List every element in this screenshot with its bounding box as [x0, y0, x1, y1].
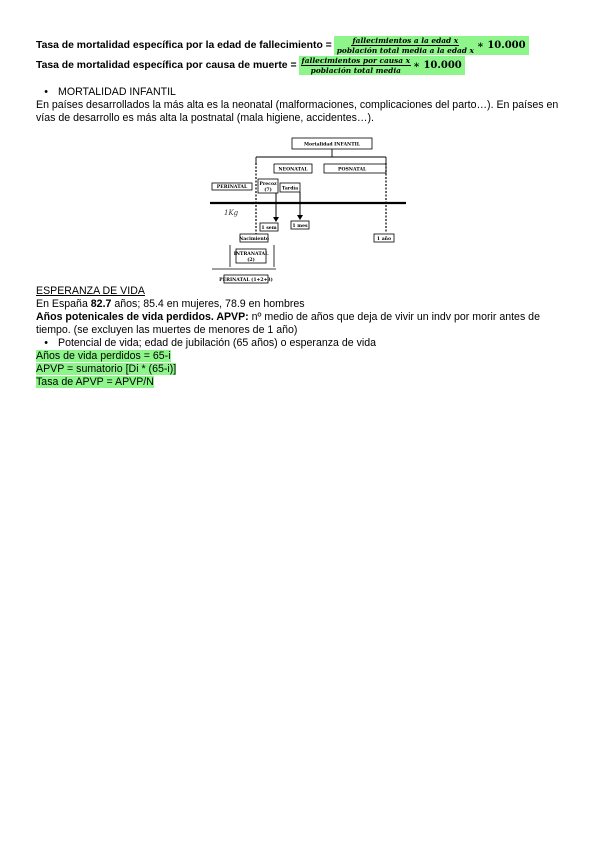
postnatal-label: POSNATAL	[338, 167, 367, 173]
mes-label: 1 mes	[292, 223, 308, 229]
intranatal-sub-label: (2)	[247, 256, 255, 263]
apvp-text: nº medio de años que deja de vivir un in…	[36, 311, 540, 336]
neonatal-label: NEONATAL	[278, 167, 308, 173]
diagram-svg: Mortalidad INFANTIL NEONATAL POSNATAL PE…	[210, 137, 406, 284]
mortalidad-heading: MORTALIDAD INFANTIL	[58, 86, 176, 98]
apvp-bold: Años potenicales de vida perdidos. APVP:	[36, 311, 249, 323]
mes-box	[290, 220, 310, 230]
formula-edad-expression: fallecimientos a la edad x población tot…	[333, 36, 529, 55]
intranatal-label: INTRANATAL	[234, 251, 269, 257]
mortalidad-infantil-diagram: Mortalidad INFANTIL NEONATAL POSNATAL PE…	[210, 135, 406, 289]
green-line-3: Tasa de APVP = APVP/N	[36, 376, 566, 389]
tardia-box	[279, 182, 301, 193]
neonatal-box	[273, 163, 313, 174]
month-arrow-icon	[297, 215, 303, 220]
formula-causa: Tasa de mortalidad específica por causa …	[36, 56, 566, 75]
tardia-label: Tardía	[282, 185, 298, 192]
potencial-item: • Potencial de vida; edad de jubilación …	[36, 337, 566, 350]
formula-causa-expression: fallecimientos por causa x población tot…	[298, 56, 465, 75]
esperanza-line1-bold: 82.7	[90, 298, 112, 310]
mortalidad-heading-item: • MORTALIDAD INFANTIL	[36, 86, 566, 99]
semana-box	[259, 222, 279, 232]
bullet-dot: •	[44, 337, 48, 349]
title-label: Mortalidad INFANTIL	[304, 142, 361, 148]
perinatal-bottom-box	[223, 274, 269, 284]
esperanza-line1-pre: En España	[36, 298, 91, 310]
week-arrow-icon	[273, 217, 279, 222]
precoz-sub-label: (7)	[264, 186, 272, 193]
anio-label: 1 año	[377, 235, 391, 242]
document-page: Tasa de mortalidad específica por la eda…	[36, 36, 566, 389]
perinatal-label: PERINATAL	[217, 184, 248, 190]
esperanza-line1-post: años; 85.4 en mujeres, 78.9 en hombres	[111, 298, 305, 310]
esperanza-line1: En España 82.7 años; 85.4 en mujeres, 78…	[36, 298, 566, 311]
precoz-label: Precoz	[259, 181, 277, 187]
green-line-2-text: APVP = sumatorio [Di * (65-i)]	[36, 363, 177, 375]
formula-edad-multiplier: ∗ 10.000	[476, 40, 526, 51]
precoz-box	[257, 178, 279, 194]
nacimiento-box	[239, 233, 269, 243]
anio-box	[373, 233, 395, 243]
nacimiento-label: Nacimiento	[239, 236, 269, 242]
mortalidad-paragraph: En países desarrollados la más alta es l…	[36, 99, 559, 124]
apvp-formulas: Años de vida perdidos = 65-i APVP = suma…	[36, 350, 566, 389]
green-line-1: Años de vida perdidos = 65-i	[36, 350, 566, 363]
esperanza-heading: ESPERANZA DE VIDA	[36, 285, 145, 297]
green-line-2: APVP = sumatorio [Di * (65-i)]	[36, 363, 566, 376]
formula-causa-label: Tasa de mortalidad específica por causa …	[36, 60, 297, 71]
formula-edad: Tasa de mortalidad específica por la eda…	[36, 36, 566, 55]
semana-label: 1 sem	[261, 225, 276, 231]
formula-edad-numerator: fallecimientos a la edad x	[351, 36, 460, 46]
formula-causa-fraction: fallecimientos por causa x población tot…	[299, 56, 414, 75]
formula-causa-denominator: población total media	[310, 66, 401, 75]
formula-edad-fraction: fallecimientos a la edad x población tot…	[334, 36, 477, 55]
green-line-3-text: Tasa de APVP = APVP/N	[36, 376, 154, 388]
perinatal-bottom-label: PERINATAL (1+2+3)	[219, 276, 273, 283]
formula-causa-numerator: fallecimientos por causa x	[300, 56, 412, 66]
perinatal-box	[211, 182, 253, 191]
formula-edad-denominator: población total media a la edad x	[336, 46, 474, 55]
formula-causa-multiplier: ∗ 10.000	[413, 60, 462, 71]
potencial-text: Potencial de vida; edad de jubilación (6…	[58, 337, 377, 349]
handwritten-note: 1Kg	[224, 209, 239, 217]
green-line-1-text: Años de vida perdidos = 65-i	[36, 350, 171, 362]
intranatal-box	[235, 248, 267, 264]
apvp-definition: Años potenicales de vida perdidos. APVP:…	[36, 311, 566, 337]
bullet-dot: •	[44, 86, 48, 98]
formula-edad-label: Tasa de mortalidad específica por la eda…	[36, 40, 332, 51]
